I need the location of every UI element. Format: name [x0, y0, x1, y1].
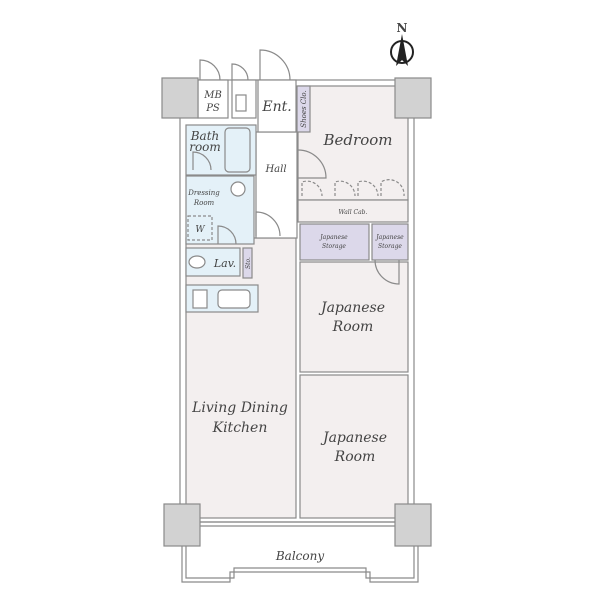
hall-door-arc [255, 211, 281, 237]
pillar [394, 503, 432, 547]
lavatory-label: Lav. [213, 257, 236, 270]
balcony-label: Balcony [275, 549, 324, 563]
entrance-door-arc [259, 49, 291, 81]
stove-icon [192, 289, 208, 309]
door-arc [199, 59, 221, 81]
mb-ps-label: PS [205, 103, 220, 114]
hall-area [255, 131, 298, 239]
japanese-room-1-label: Room [332, 319, 374, 335]
door-arc [231, 63, 249, 81]
bathroom-label: Bath [190, 129, 220, 143]
wall-cabinet-label: Wall Cab. [339, 209, 368, 216]
japanese-room-2-label: Room [334, 449, 376, 465]
japanese-storage-label: Storage [322, 243, 346, 250]
bedroom-door-arc [297, 149, 327, 179]
closet-doors [301, 179, 405, 197]
lav-door-arc [217, 225, 237, 245]
washer-label: W [195, 225, 205, 235]
entrance-area [257, 79, 297, 133]
ldk-label: Kitchen [212, 420, 268, 436]
storage-label: Sto. [245, 257, 252, 269]
washer-space [187, 215, 213, 241]
balcony-outline [181, 546, 419, 583]
dressing-room-label: Dressing [187, 189, 220, 197]
sink-icon [230, 181, 246, 197]
hall-label: Hall [264, 164, 286, 175]
north-arrow-icon [390, 34, 414, 66]
japanese-room-1 [299, 261, 409, 373]
japanese-storage-1 [299, 223, 370, 261]
mb-ps-label: MB [203, 90, 222, 101]
storage-door-arc [374, 259, 400, 285]
japanese-storage-label: Japanese [318, 234, 348, 241]
japanese-storage-2 [371, 223, 409, 261]
japanese-storage-label: Storage [378, 243, 402, 250]
storage-small [242, 247, 253, 279]
bedroom-label: Bedroom [323, 131, 393, 149]
pillar [161, 77, 199, 119]
wall-cabinet [297, 199, 409, 223]
japanese-room-1-label: Japanese [318, 300, 385, 316]
shoes-closet-label: Shoes Clo. [300, 90, 308, 127]
pillar [163, 503, 201, 547]
ldk-label: Living Dining [191, 400, 288, 416]
pillar [394, 77, 432, 119]
compass-label: N [397, 21, 408, 35]
bathtub [224, 127, 251, 173]
kitchen-sink-icon [217, 289, 251, 309]
ldk-area [185, 237, 297, 519]
japanese-room-2 [299, 374, 409, 519]
japanese-room-2-label: Japanese [320, 430, 387, 446]
japanese-storage-label: Japanese [374, 234, 404, 241]
entrance-label: Ent. [261, 99, 291, 115]
bath-door-arc [192, 151, 212, 171]
toilet-icon [188, 255, 206, 269]
bathroom-label: room [189, 140, 221, 154]
shoes-closet [296, 85, 311, 133]
dressing-room-label: Room [193, 199, 215, 207]
bedroom-area [297, 85, 409, 201]
